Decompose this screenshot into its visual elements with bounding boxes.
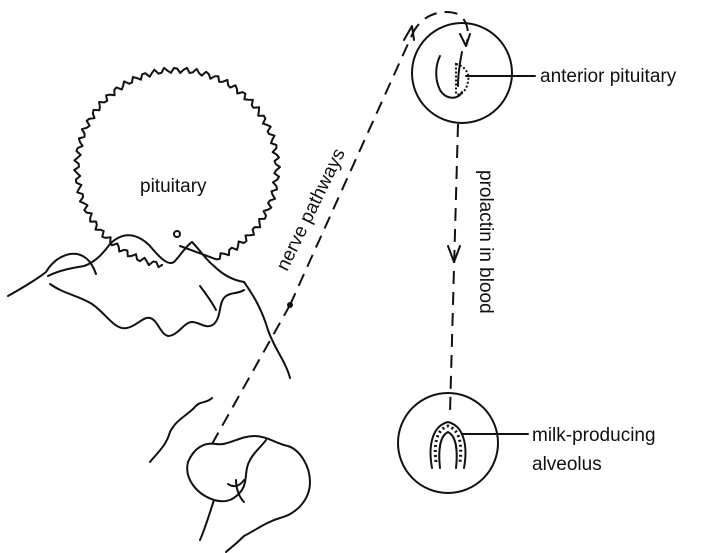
milk-producing-label: milk-producing	[532, 425, 656, 446]
lower-structure-outline	[150, 398, 310, 552]
prolactin-pathway	[450, 124, 458, 412]
prolactin-in-blood-label: prolactin in blood	[475, 170, 496, 314]
pituitary-label: pituitary	[140, 176, 207, 197]
anterior-pituitary-stalk	[458, 52, 462, 86]
hypothalamus-arrow-icon	[460, 34, 470, 46]
anterior-pituitary-label: anterior pituitary	[540, 66, 677, 87]
brain-outline	[8, 235, 290, 378]
nerve-arrow-icon	[404, 26, 414, 40]
alveolus-circle	[398, 393, 498, 493]
alveolus-inner	[439, 432, 456, 468]
pituitary-dot	[174, 231, 180, 237]
nerve-pathways-label: nerve pathways	[273, 145, 350, 274]
nerve-junction-dot	[287, 302, 293, 308]
nerve-pathway-lower	[212, 305, 290, 444]
alveolus-label: alveolus	[532, 454, 602, 475]
nerve-pathway-upper	[290, 35, 412, 305]
